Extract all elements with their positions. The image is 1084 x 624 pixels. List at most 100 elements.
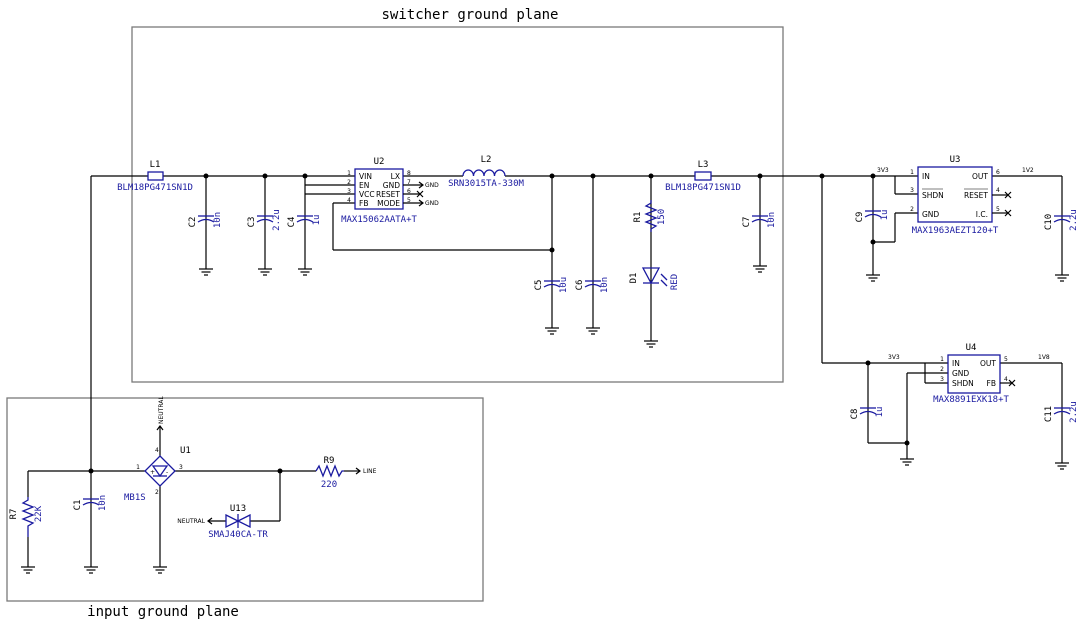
svg-text:U13: U13 <box>230 504 246 514</box>
svg-text:2: 2 <box>347 179 351 186</box>
svg-text:2: 2 <box>910 206 914 213</box>
svg-text:LINE: LINE <box>363 468 377 475</box>
svg-text:IN: IN <box>922 172 930 181</box>
svg-text:C2: C2 <box>188 217 198 228</box>
svg-text:U4: U4 <box>966 343 977 353</box>
net-label-3v3-u3: 3V3 <box>877 167 889 174</box>
svg-text:MAX15062AATA+T: MAX15062AATA+T <box>341 215 417 225</box>
svg-text:1: 1 <box>136 464 140 471</box>
svg-text:1: 1 <box>910 169 914 176</box>
svg-text:EN: EN <box>359 181 369 190</box>
cap-c9[interactable]: C9 1u <box>855 210 890 223</box>
svg-text:3: 3 <box>179 464 183 471</box>
svg-text:NEUTRAL: NEUTRAL <box>158 396 165 424</box>
cap-c10[interactable]: C10 2.2u <box>1044 209 1079 231</box>
svg-text:MAX8891EXK18+T: MAX8891EXK18+T <box>933 395 1009 405</box>
svg-text:SMAJ40CA-TR: SMAJ40CA-TR <box>208 530 268 540</box>
svg-text:GND: GND <box>922 210 939 219</box>
svg-text:C11: C11 <box>1044 406 1054 422</box>
svg-text:RESET: RESET <box>964 191 988 200</box>
svg-text:SHDN: SHDN <box>952 379 974 388</box>
inductor-l2[interactable]: L2 SRN3015TA-330M <box>448 155 524 189</box>
cap-c8[interactable]: C8 1u <box>850 407 885 420</box>
cap-c2[interactable]: C2 10n <box>188 212 223 228</box>
svg-text:6: 6 <box>996 169 1000 176</box>
svg-text:GND: GND <box>425 182 439 189</box>
svg-text:GND: GND <box>952 369 969 378</box>
net-label-1v2: 1V2 <box>1022 167 1034 174</box>
svg-text:150: 150 <box>657 209 667 225</box>
svg-text:SRN3015TA-330M: SRN3015TA-330M <box>448 179 524 189</box>
svg-text:2: 2 <box>940 366 944 373</box>
svg-text:6: 6 <box>407 188 411 195</box>
svg-text:+: + <box>150 469 155 476</box>
resistor-r1[interactable]: R1 150 <box>633 200 667 232</box>
bead-l1[interactable]: L1 BLM18PG471SN1D <box>117 160 193 193</box>
svg-text:-: - <box>166 469 168 476</box>
svg-text:R7: R7 <box>9 509 19 520</box>
svg-text:L1: L1 <box>150 160 161 170</box>
net-label-1v8: 1V8 <box>1038 354 1050 361</box>
main-rail-wires <box>27 175 1063 564</box>
svg-text:10n: 10n <box>767 212 777 228</box>
cap-c6[interactable]: C6 10n <box>575 277 610 293</box>
svg-text:LX: LX <box>391 172 400 181</box>
svg-text:7: 7 <box>407 179 411 186</box>
svg-text:OUT: OUT <box>972 172 988 181</box>
cap-c4[interactable]: C4 1u <box>287 215 322 228</box>
cap-c11[interactable]: C11 2.2u <box>1044 401 1079 423</box>
svg-text:BLM18PG471SN1D: BLM18PG471SN1D <box>117 183 193 193</box>
ic-u4[interactable]: U4 MAX8891EXK18+T 1 2 3 IN GND SHDN 5 4 … <box>933 343 1016 405</box>
svg-text:RED: RED <box>670 274 680 290</box>
ground-symbols <box>20 262 1070 574</box>
input-ground-plane-box <box>6 397 484 602</box>
switcher-ground-plane-label: switcher ground plane <box>381 7 558 23</box>
svg-text:C4: C4 <box>287 217 297 228</box>
svg-text:RESET: RESET <box>376 190 400 199</box>
svg-text:R9: R9 <box>324 456 335 466</box>
svg-text:4: 4 <box>1004 376 1008 383</box>
switcher-ground-plane-box <box>131 26 784 383</box>
svg-text:2.2u: 2.2u <box>272 209 282 231</box>
junction-dots <box>88 173 910 474</box>
cap-c7[interactable]: C7 10n <box>742 212 777 228</box>
input-ground-plane-label: input ground plane <box>87 604 239 620</box>
svg-text:MODE: MODE <box>377 199 400 208</box>
svg-text:5: 5 <box>1004 356 1008 363</box>
svg-text:SHDN: SHDN <box>922 191 944 200</box>
bridge-u1[interactable]: + - 1 3 4 2 U1 MB1S NEUTRAL <box>124 396 191 503</box>
resistor-r9[interactable]: R9 220 LINE <box>315 456 377 490</box>
svg-text:U3: U3 <box>950 155 961 165</box>
cap-c3[interactable]: C3 2.2u <box>247 209 282 231</box>
svg-text:4: 4 <box>155 447 159 454</box>
svg-text:5: 5 <box>996 206 1000 213</box>
svg-text:220: 220 <box>321 480 337 490</box>
svg-text:8: 8 <box>407 170 411 177</box>
svg-text:2: 2 <box>155 489 159 496</box>
svg-text:MB1S: MB1S <box>124 493 146 503</box>
svg-text:1u: 1u <box>880 210 890 221</box>
svg-text:IN: IN <box>952 359 960 368</box>
svg-text:L2: L2 <box>481 155 492 165</box>
bead-l3[interactable]: L3 BLM18PG471SN1D <box>665 160 741 193</box>
svg-text:2.2u: 2.2u <box>1069 209 1079 231</box>
led-d1[interactable]: D1 RED <box>629 267 680 290</box>
svg-text:1: 1 <box>940 356 944 363</box>
svg-text:FB: FB <box>987 379 996 388</box>
svg-text:3: 3 <box>940 376 944 383</box>
tvs-u13[interactable]: U13 SMAJ40CA-TR NEUTRAL <box>177 504 268 540</box>
svg-text:10n: 10n <box>98 495 108 511</box>
resistor-r7[interactable]: R7 22K <box>9 497 44 537</box>
svg-text:C8: C8 <box>850 409 860 420</box>
svg-text:FB: FB <box>359 199 368 208</box>
svg-text:U1: U1 <box>180 446 191 456</box>
svg-text:C9: C9 <box>855 212 865 223</box>
ic-u3[interactable]: U3 MAX1963AEZT120+T 1 3 2 IN SHDN GND 6 … <box>910 155 1012 236</box>
cap-c1[interactable]: C1 10n <box>73 495 108 511</box>
svg-text:10n: 10n <box>600 277 610 293</box>
svg-text:C7: C7 <box>742 217 752 228</box>
cap-c5[interactable]: C5 10u <box>534 277 569 293</box>
ic-u2[interactable]: U2 MAX15062AATA+T 1 2 3 4 VIN EN VCC FB … <box>341 157 439 225</box>
svg-text:L3: L3 <box>698 160 709 170</box>
svg-text:10n: 10n <box>213 212 223 228</box>
